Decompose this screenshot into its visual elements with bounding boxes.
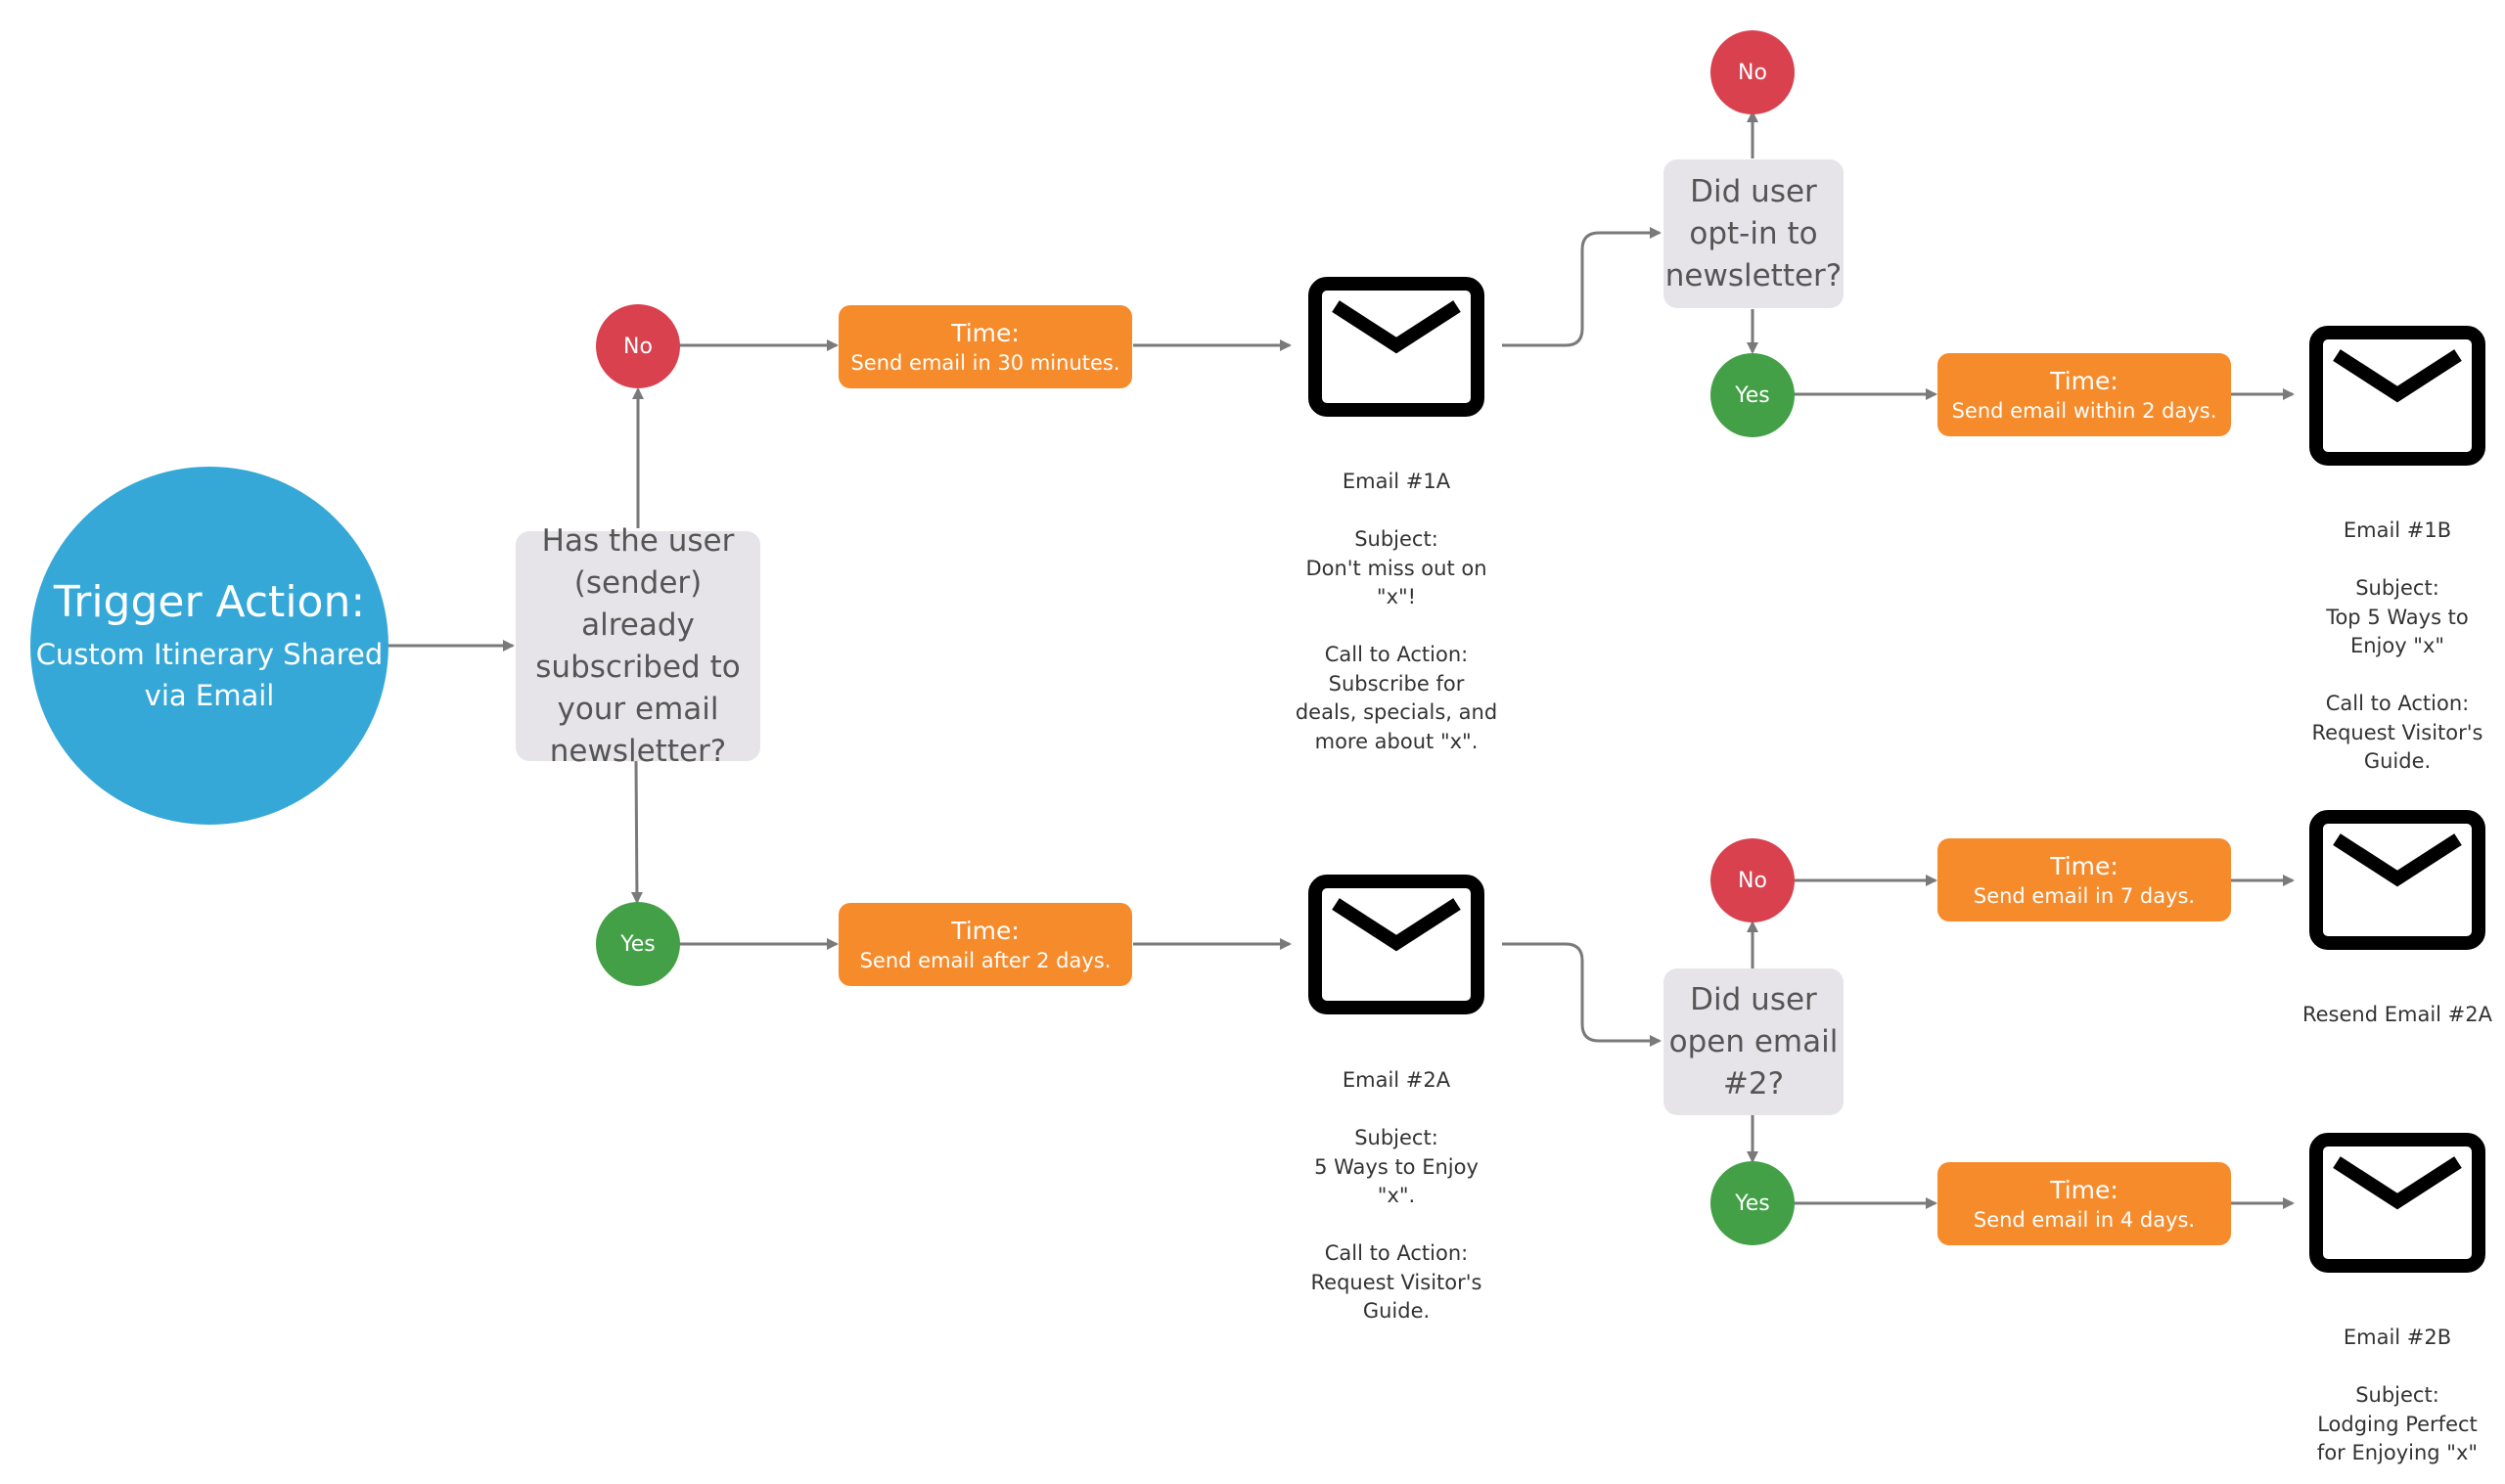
no-node-subscribed: No — [596, 304, 680, 388]
timer-title: Time: — [2050, 851, 2118, 880]
decision-opened-email: Did user open email #2? — [1663, 968, 1844, 1115]
caption-line — [2266, 661, 2505, 691]
timer-detail: Send email in 4 days. — [1973, 1207, 2196, 1232]
yes-node-subscribed: Yes — [596, 902, 680, 986]
timer-4-days: Time: Send email in 4 days. — [1937, 1162, 2231, 1245]
caption-line — [1259, 1096, 1533, 1125]
caption-line — [2266, 1353, 2505, 1382]
decision-opened-line: Did user — [1690, 981, 1817, 1017]
caption-line: Call to Action: — [1324, 643, 1469, 666]
envelope-icon — [2309, 810, 2485, 950]
resend-2a-caption: Resend Email #2A — [2266, 1001, 2505, 1030]
decision-opened-line: open email — [1668, 1023, 1839, 1059]
timer-detail: Send email in 30 minutes. — [850, 350, 1120, 375]
timer-within-2-days: Time: Send email within 2 days. — [1937, 353, 2231, 436]
email-1a-caption: Email #1A Subject: Don't miss out on "x"… — [1259, 468, 1533, 756]
caption-line: Email #1A — [1342, 470, 1451, 493]
decision-subscribed-line: subscribed to — [535, 649, 741, 685]
no-node-optin: No — [1710, 30, 1795, 114]
caption-line — [1259, 497, 1533, 526]
decision-subscribed-line: Has the user — [541, 522, 735, 559]
caption-line: 5 Ways to Enjoy — [1314, 1154, 1479, 1179]
trigger-subtitle-line2: via Email — [144, 679, 275, 712]
decision-optin-line: opt-in to — [1689, 215, 1818, 251]
caption-line: Subject: — [1354, 527, 1438, 551]
caption-line: Lodging Perfect — [2317, 1412, 2478, 1436]
envelope-icon — [2309, 326, 2485, 466]
yes-node-opened: Yes — [1710, 1161, 1795, 1245]
decision-subscribed: Has the user (sender) already subscribed… — [516, 523, 760, 769]
timer-30-minutes: Time: Send email in 30 minutes. — [839, 305, 1132, 388]
decision-optin-line: Did user — [1690, 173, 1817, 209]
caption-line: Subscribe for — [1328, 671, 1465, 696]
envelope-icon — [1308, 277, 1484, 417]
connector-decision-to-yes — [630, 760, 643, 904]
decision-opened-line: #2? — [1722, 1065, 1785, 1102]
caption-line: Email #2A — [1342, 1068, 1451, 1092]
caption-line: Call to Action: — [2325, 692, 2470, 715]
connector-email2a-to-opened — [1502, 942, 1662, 1047]
no-label: No — [623, 334, 653, 359]
trigger-subtitle-line1: Custom Itinerary Shared — [35, 638, 384, 671]
no-node-opened: No — [1710, 838, 1795, 922]
caption-line: Request Visitor's — [1310, 1270, 1482, 1294]
yes-label: Yes — [620, 931, 656, 957]
caption-line: "x"! — [1376, 585, 1417, 608]
caption-line — [1259, 1211, 1533, 1240]
decision-subscribed-line: newsletter? — [549, 733, 727, 769]
caption-line: Top 5 Ways to — [2326, 605, 2469, 629]
email-1b-caption: Email #1B Subject: Top 5 Ways to Enjoy "… — [2266, 517, 2505, 777]
timer-after-2-days: Time: Send email after 2 days. — [839, 903, 1132, 986]
caption-line: Guide. — [2363, 749, 2432, 773]
timer-7-days: Time: Send email in 7 days. — [1937, 838, 2231, 922]
caption-line: Subject: — [2355, 1383, 2439, 1407]
caption-line — [2266, 546, 2505, 575]
timer-title: Time: — [2050, 1175, 2118, 1204]
decision-subscribed-line: (sender) already — [573, 564, 703, 643]
envelope-icon — [1308, 875, 1484, 1014]
trigger-action-node: Trigger Action: Custom Itinerary Shared … — [30, 467, 388, 825]
envelope-icon — [2309, 1133, 2485, 1273]
no-label: No — [1738, 60, 1767, 85]
timer-title: Time: — [2050, 366, 2118, 395]
timer-title: Time: — [951, 916, 1020, 945]
yes-label: Yes — [1735, 1191, 1770, 1216]
caption-line: "x". — [1377, 1184, 1416, 1207]
caption-line: Resend Email #2A — [2301, 1003, 2492, 1026]
caption-line: Email #2B — [2343, 1326, 2452, 1349]
caption-line: Don't miss out on — [1305, 556, 1487, 580]
no-label: No — [1738, 868, 1767, 893]
caption-line: Email #1B — [2343, 518, 2452, 542]
caption-line: deals, specials, and — [1295, 700, 1498, 724]
connector-email1a-to-optin — [1502, 227, 1662, 347]
timer-detail: Send email within 2 days. — [1951, 398, 2217, 423]
caption-line: Request Visitor's — [2311, 720, 2483, 744]
timer-title: Time: — [951, 318, 1020, 347]
decision-optin: Did user opt-in to newsletter? — [1663, 159, 1844, 308]
email-2a-caption: Email #2A Subject: 5 Ways to Enjoy "x". … — [1259, 1066, 1533, 1327]
caption-line: Subject: — [1354, 1126, 1438, 1149]
email-2b-caption: Email #2B Subject: Lodging Perfect for E… — [2266, 1324, 2505, 1468]
trigger-title: Trigger Action: — [53, 577, 366, 627]
yes-node-optin: Yes — [1710, 353, 1795, 437]
caption-line: Guide. — [1362, 1299, 1431, 1323]
timer-detail: Send email after 2 days. — [859, 948, 1112, 972]
yes-label: Yes — [1735, 382, 1770, 408]
decision-optin-line: newsletter? — [1664, 257, 1843, 293]
caption-line: Subject: — [2355, 576, 2439, 600]
caption-line: more about "x". — [1314, 729, 1479, 753]
caption-line — [1259, 612, 1533, 642]
caption-line: for Enjoying "x" — [2316, 1441, 2479, 1464]
caption-line: Call to Action: — [1324, 1241, 1469, 1265]
caption-line: Enjoy "x" — [2349, 634, 2445, 657]
timer-detail: Send email in 7 days. — [1973, 883, 2196, 908]
decision-subscribed-line: your email — [557, 691, 719, 727]
